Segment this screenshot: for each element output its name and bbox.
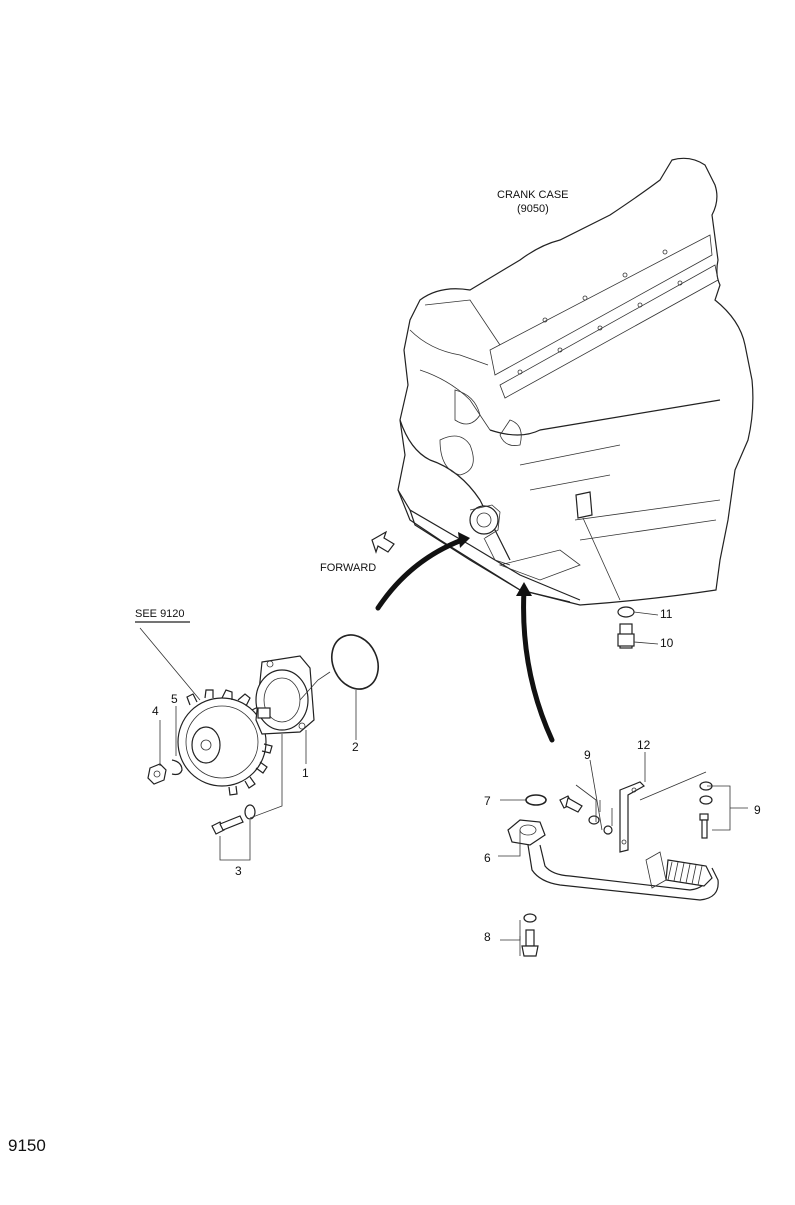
callout-8: 8 [484, 930, 491, 944]
see-ref-label: SEE 9120 [135, 608, 185, 620]
crank-case-block [397, 157, 754, 606]
assembly-arrow-pipe [521, 587, 555, 743]
assembly-arrow-pump [375, 537, 465, 611]
leader-lines [139, 611, 748, 956]
assembly-arrow-pipe-head [516, 582, 532, 596]
callout-5: 5 [171, 692, 178, 706]
lock-washer-part [171, 759, 183, 776]
bracket-part [619, 781, 645, 853]
assembly-arrow-pump-head [458, 532, 470, 548]
callout-1: 1 [302, 766, 309, 780]
forward-arrow-icon [371, 530, 395, 554]
callout-9-left: 9 [584, 748, 591, 762]
callout-3: 3 [235, 864, 242, 878]
oil-pipe-part [507, 819, 719, 901]
bolt-washer-set-left [559, 795, 613, 835]
callout-10: 10 [660, 636, 674, 650]
crank-case-label: CRANK CASE [497, 189, 569, 201]
gear-part [177, 689, 273, 796]
callout-12: 12 [637, 738, 651, 752]
page-number: 9150 [8, 1136, 46, 1155]
callout-7: 7 [484, 794, 491, 808]
callout-6: 6 [484, 851, 491, 865]
small-o-ring-part [525, 794, 547, 806]
crank-case-ref-label: (9050) [517, 203, 549, 215]
o-ring-part [331, 634, 379, 690]
callout-2: 2 [352, 740, 359, 754]
nut-part [147, 763, 167, 785]
callout-11: 11 [660, 607, 673, 621]
bolt-part [211, 804, 256, 835]
callout-4: 4 [152, 704, 159, 718]
bolt-washer-set-right [699, 781, 713, 839]
oil-pump-body [255, 655, 331, 735]
bolt-set-lower [521, 913, 539, 957]
callout-9-right: 9 [754, 803, 761, 817]
forward-label: FORWARD [320, 562, 377, 574]
drain-plug-part [617, 606, 635, 649]
